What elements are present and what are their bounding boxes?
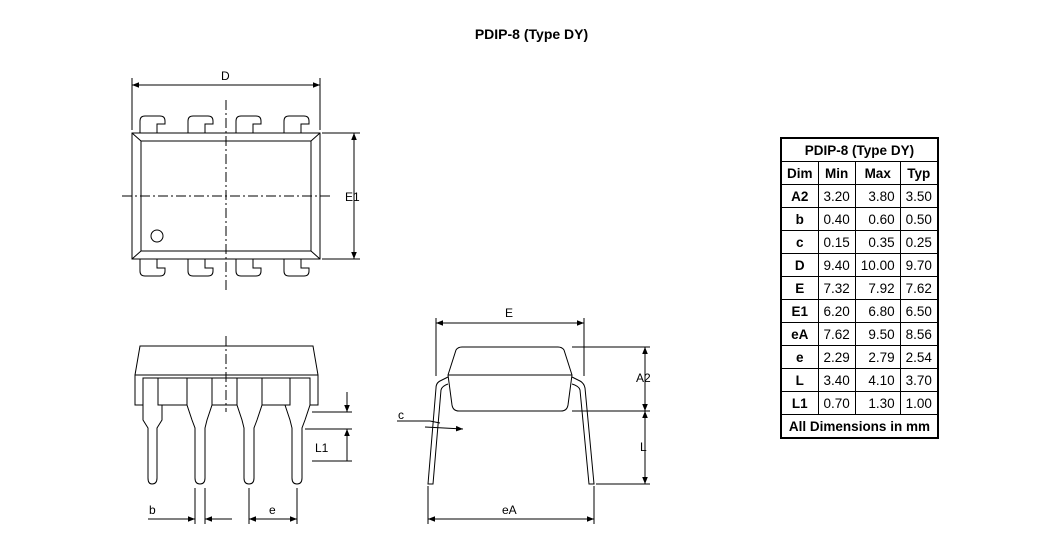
cell-max: 2.79	[854, 345, 901, 369]
cell-dim: E1	[780, 299, 819, 323]
header-max: Max	[854, 161, 901, 185]
cell-min: 0.15	[817, 230, 856, 254]
table-header-row: Dim Min Max Typ	[780, 161, 939, 185]
header-typ: Typ	[899, 161, 939, 185]
header-dim: Dim	[780, 161, 819, 185]
label-E: E	[505, 306, 513, 320]
cell-typ: 2.54	[899, 345, 939, 369]
cell-dim: L1	[780, 391, 819, 415]
table-row: e 2.29 2.79 2.54	[780, 345, 939, 369]
cell-dim: e	[780, 345, 819, 369]
header-min: Min	[817, 161, 856, 185]
cell-max: 1.30	[854, 391, 901, 415]
side-view	[134, 336, 352, 524]
label-A2: A2	[636, 371, 651, 385]
cell-typ: 7.62	[899, 276, 939, 300]
cell-max: 0.35	[854, 230, 901, 254]
cell-dim: eA	[780, 322, 819, 346]
label-b: b	[149, 503, 156, 517]
cell-min: 3.20	[817, 184, 856, 208]
cell-min: 6.20	[817, 299, 856, 323]
cell-max: 0.60	[854, 207, 901, 231]
end-lead-left	[427, 376, 449, 485]
table-row: c 0.15 0.35 0.25	[780, 230, 939, 254]
cell-min: 2.29	[817, 345, 856, 369]
cell-max: 4.10	[854, 368, 901, 392]
table-footer: All Dimensions in mm	[780, 414, 939, 439]
dimension-table: PDIP-8 (Type DY) Dim Min Max Typ A2 3.20…	[780, 137, 939, 439]
cell-dim: L	[780, 368, 819, 392]
cell-typ: 3.70	[899, 368, 939, 392]
cell-dim: b	[780, 207, 819, 231]
pin1-indicator	[150, 229, 164, 243]
table-row: b 0.40 0.60 0.50	[780, 207, 939, 231]
cell-max: 3.80	[854, 184, 901, 208]
cell-min: 7.62	[817, 322, 856, 346]
end-body	[447, 346, 573, 412]
end-view	[397, 318, 650, 524]
cell-max: 7.92	[854, 276, 901, 300]
top-view	[122, 78, 360, 292]
cell-dim: c	[780, 230, 819, 254]
cell-min: 7.32	[817, 276, 856, 300]
label-eA: eA	[502, 503, 517, 517]
label-D: D	[221, 69, 230, 83]
end-lead-right	[571, 376, 595, 485]
cell-typ: 3.50	[899, 184, 939, 208]
side-leads	[142, 377, 311, 485]
table-row: eA 7.62 9.50 8.56	[780, 322, 939, 346]
table-row: D 9.40 10.00 9.70	[780, 253, 939, 277]
label-L: L	[640, 440, 647, 454]
label-e: e	[269, 503, 276, 517]
cell-typ: 0.25	[899, 230, 939, 254]
top-pins-lower	[139, 259, 310, 277]
table-row: L1 0.70 1.30 1.00	[780, 391, 939, 415]
cell-dim: A2	[780, 184, 819, 208]
cell-typ: 1.00	[899, 391, 939, 415]
cell-min: 0.70	[817, 391, 856, 415]
label-E1: E1	[345, 190, 360, 204]
table-title: PDIP-8 (Type DY)	[780, 137, 939, 162]
table-row: L 3.40 4.10 3.70	[780, 368, 939, 392]
cell-dim: E	[780, 276, 819, 300]
cell-max: 6.80	[854, 299, 901, 323]
cell-max: 10.00	[854, 253, 901, 277]
cell-typ: 9.70	[899, 253, 939, 277]
cell-typ: 0.50	[899, 207, 939, 231]
cell-typ: 6.50	[899, 299, 939, 323]
top-pins-upper	[139, 115, 310, 133]
table-row: E 7.32 7.92 7.62	[780, 276, 939, 300]
cell-min: 3.40	[817, 368, 856, 392]
cell-min: 0.40	[817, 207, 856, 231]
cell-dim: D	[780, 253, 819, 277]
table-row: E1 6.20 6.80 6.50	[780, 299, 939, 323]
cell-min: 9.40	[817, 253, 856, 277]
table-row: A2 3.20 3.80 3.50	[780, 184, 939, 208]
diagram-title: PDIP-8 (Type DY)	[474, 26, 589, 42]
label-c: c	[398, 408, 404, 422]
cell-max: 9.50	[854, 322, 901, 346]
label-L1: L1	[315, 441, 329, 455]
cell-typ: 8.56	[899, 322, 939, 346]
